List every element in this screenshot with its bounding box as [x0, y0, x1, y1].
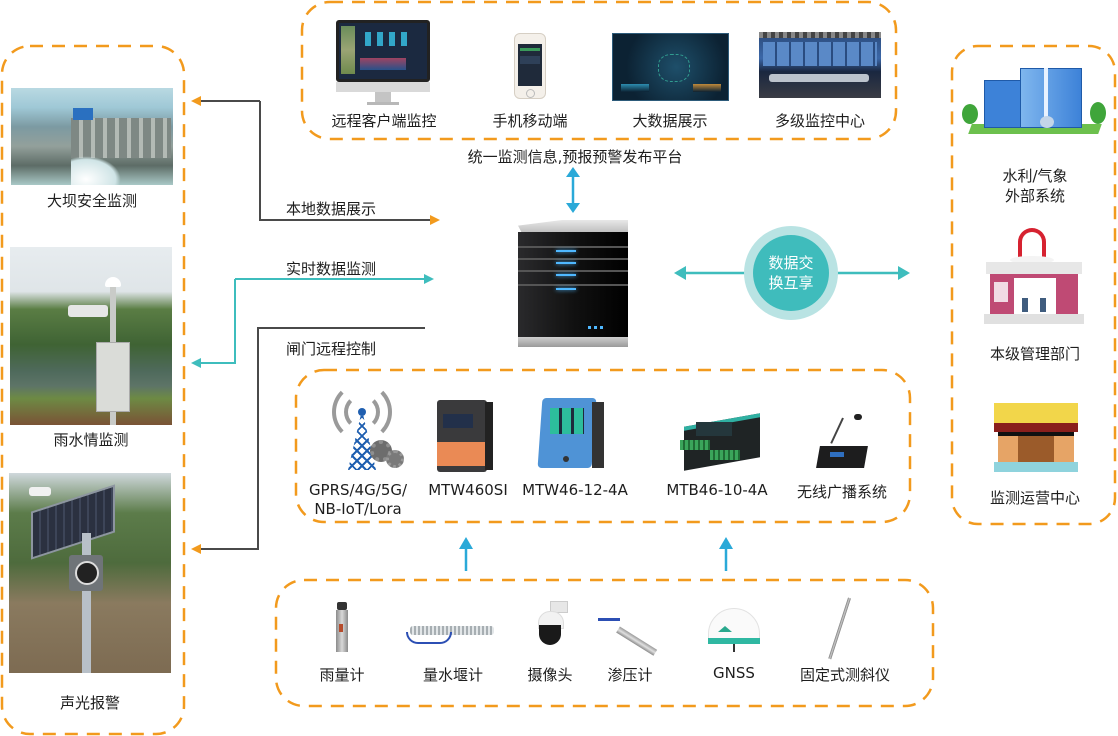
data-exchange-badge: 数据交 换互享 [744, 226, 838, 320]
rain-gauge-icon [332, 602, 352, 654]
rtu-green-icon [680, 412, 764, 471]
big-screen-icon [612, 33, 729, 101]
top-item-label: 多级监控中心 [774, 112, 865, 130]
sensor-item-label: 固定式测斜仪 [799, 666, 890, 684]
broadcast-mic-icon [812, 412, 872, 474]
rtu-orange-icon [433, 400, 493, 472]
right-item-label: 本级管理部门 [989, 345, 1080, 363]
rain-station-photo [10, 247, 172, 425]
local-display-label: 本地数据展示 [286, 200, 377, 218]
left-item-label: 声光报警 [59, 694, 120, 712]
department-building-icon [984, 228, 1084, 326]
camera-icon [534, 601, 568, 647]
sensor-item-label: 量水堰计 [422, 666, 483, 684]
device-item-label: 无线广播系统 [796, 483, 887, 501]
gate-control-label: 闸门远程控制 [286, 340, 377, 358]
operations-center-icon [994, 403, 1078, 475]
sensor-item-label: 渗压计 [607, 666, 653, 684]
top-item-label: 手机移动端 [492, 112, 568, 130]
cell-tower-icon [326, 382, 408, 474]
piezometer-icon [598, 614, 660, 656]
server-icon [516, 220, 632, 350]
device-item-label: MTW46-12-4A [522, 481, 628, 499]
right-item-label: 监测运营中心 [989, 489, 1080, 507]
right-item-label: 水利/气象 [1002, 167, 1068, 185]
exchange-label-line2: 换互享 [768, 274, 814, 292]
alarm-pole-photo [9, 473, 171, 673]
inclinometer-icon [828, 597, 868, 660]
left-item-label: 大坝安全监测 [46, 192, 137, 210]
left-item-label: 雨水情监测 [53, 431, 129, 449]
rtu-blue-icon [537, 398, 604, 470]
top-item-label: 大数据展示 [632, 112, 708, 130]
monitor-icon [336, 20, 430, 108]
platform-caption: 统一监测信息,预报预警发布平台 [467, 148, 683, 166]
realtime-monitor-label: 实时数据监测 [286, 260, 377, 278]
device-item-label: GPRS/4G/5G/ [308, 481, 408, 499]
top-item-label: 远程客户端监控 [331, 112, 437, 130]
smartphone-icon [514, 33, 546, 99]
right-item-label: 外部系统 [1004, 187, 1065, 205]
weir-meter-icon [406, 622, 496, 646]
device-item-label: MTW460SI [428, 481, 508, 499]
sensor-item-label: 雨量计 [319, 666, 365, 684]
control-room-icon [759, 32, 881, 98]
sensor-item-label: GNSS [713, 664, 755, 682]
device-item-label: MTB46-10-4A [666, 481, 768, 499]
exchange-label-line1: 数据交 [768, 254, 814, 272]
office-building-icon [962, 62, 1108, 144]
realtime-connector-left [191, 279, 236, 368]
gnss-icon [708, 608, 760, 652]
sensor-item-label: 摄像头 [527, 666, 573, 684]
device-item-label: NB-IoT/Lora [314, 500, 402, 518]
dam-photo [11, 88, 173, 185]
